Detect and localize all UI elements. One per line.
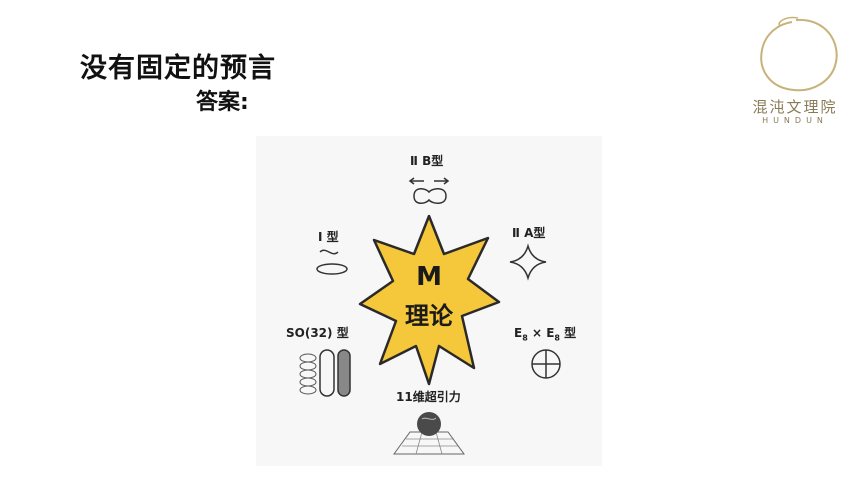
label-iib: Ⅱ B型 [410,154,444,168]
e8-string-icon [531,349,561,379]
m-theory-star [358,214,501,386]
label-11d-supergravity: 11维超引力 [396,390,461,404]
center-label-m: M [416,262,442,292]
logo-name-en: HUNDUN [762,116,828,125]
iia-string-icon [509,243,547,281]
type-i-string-icon [316,249,348,275]
iib-string-icon [408,177,450,204]
slide-subtitle: 答案: [196,90,249,115]
supergravity-icon [393,412,465,455]
label-iia: Ⅱ A型 [512,226,546,240]
center-label-theory: 理论 [405,302,453,330]
logo-name-cn: 混沌文理院 [752,98,838,116]
logo-circle-icon [760,16,838,92]
m-theory-diagram: M 理论 Ⅱ B型 Ⅰ 型 Ⅱ A型 SO(32) 型 E8 × E8 型 11… [256,136,602,466]
slide-title: 没有固定的预言 [80,53,276,84]
label-type-i: Ⅰ 型 [318,230,339,244]
label-e8-e8: E8 × E8 型 [514,326,577,343]
label-so32: SO(32) 型 [286,326,349,340]
brand-logo: 混沌文理院 HUNDUN [740,12,850,132]
so32-string-icon [299,349,351,397]
